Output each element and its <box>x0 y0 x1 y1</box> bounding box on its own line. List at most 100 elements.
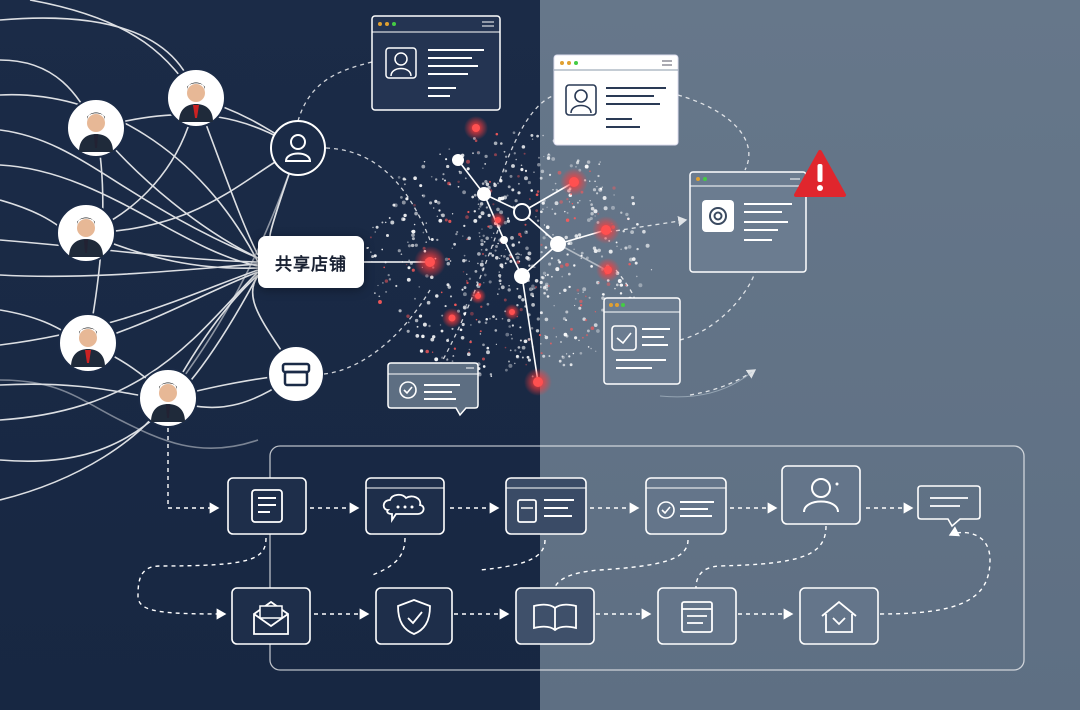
particle-dot <box>491 254 495 257</box>
particle-dot <box>578 339 580 342</box>
printer-icon <box>505 477 587 535</box>
particle-dot <box>593 209 598 214</box>
particle-dot <box>525 363 528 366</box>
particle-dot <box>569 164 573 168</box>
particle-dot <box>495 132 499 136</box>
person-node <box>58 313 118 373</box>
particle-dot <box>516 255 520 260</box>
particle-dot <box>558 359 562 363</box>
particle-dot <box>480 242 484 246</box>
particle-dot <box>544 317 549 322</box>
particle-dot <box>477 203 480 206</box>
particle-dot <box>572 205 575 209</box>
particle-dot <box>440 213 443 216</box>
particle-dot <box>521 298 525 302</box>
book-icon <box>515 587 595 645</box>
particle-dot <box>485 317 488 321</box>
particle-dot <box>630 230 634 235</box>
particle-dot <box>554 212 557 215</box>
particle-dot <box>487 225 490 228</box>
particle-dot <box>471 195 475 199</box>
particle-dot <box>463 224 466 228</box>
particle-dot <box>419 184 423 188</box>
particle-dot <box>589 216 593 221</box>
house-icon <box>799 587 879 645</box>
particle-dot <box>447 258 451 261</box>
particle-dot <box>407 244 411 248</box>
particle-dot <box>482 365 486 368</box>
particle-dot <box>398 309 402 313</box>
person-node <box>138 368 198 428</box>
particle-dot <box>582 287 587 292</box>
particle-dot <box>430 175 433 178</box>
particle-dot <box>634 261 638 265</box>
particle-dot <box>601 186 604 188</box>
particle-dot <box>597 213 599 215</box>
particle-dot <box>603 206 608 211</box>
particle-dot <box>422 194 426 198</box>
particle-dot <box>400 196 403 199</box>
particle-dot <box>597 174 600 178</box>
particle-dot <box>478 199 480 201</box>
particle-dot <box>419 349 424 353</box>
particle-dot <box>542 271 547 275</box>
particle-dot <box>418 286 421 288</box>
particle-dot <box>457 180 460 184</box>
particle-dot <box>494 329 498 332</box>
particle-dot <box>535 329 540 333</box>
particle-dot <box>521 145 526 149</box>
particle-dot <box>535 209 539 212</box>
particle-dot <box>499 283 502 285</box>
particle-dot <box>529 198 531 200</box>
particle-dot <box>599 161 601 163</box>
particle-dot <box>371 261 373 263</box>
particle-dot <box>428 324 431 328</box>
particle-dot <box>521 345 526 350</box>
particle-dot <box>413 203 416 207</box>
particle-dot <box>606 282 611 286</box>
particle-dot <box>576 201 579 204</box>
particle-dot <box>430 337 435 342</box>
particle-dot <box>501 317 504 320</box>
particle-dot <box>504 169 508 173</box>
particle-dot <box>434 178 438 181</box>
particle-dot <box>535 215 537 218</box>
particle-dot <box>559 264 564 268</box>
particle-dot <box>544 246 548 249</box>
particle-dot <box>540 250 543 254</box>
particle-dot <box>449 295 453 298</box>
person-node <box>56 203 116 263</box>
particle-dot <box>482 167 484 169</box>
particle-dot <box>521 356 524 359</box>
network-node <box>500 236 508 244</box>
particle-dot <box>484 321 488 325</box>
particle-dot <box>629 257 633 262</box>
particle-dot <box>372 226 374 229</box>
particle-dot <box>507 217 510 220</box>
particle-dot <box>449 183 452 186</box>
particle-dot <box>383 266 386 269</box>
particle-dot <box>588 296 591 299</box>
particle-dot <box>486 346 490 350</box>
particle-dot <box>636 222 639 226</box>
particle-dot <box>596 185 598 188</box>
particle-dot <box>537 162 541 167</box>
particle-dot <box>436 201 441 205</box>
particle-dot <box>414 211 418 216</box>
particle-dot <box>524 230 529 235</box>
particle-dot <box>627 245 632 249</box>
particle-dot <box>443 179 447 182</box>
particle-dot <box>378 295 381 298</box>
particle-dot <box>508 285 510 287</box>
particle-dot <box>517 346 521 349</box>
particle-dot <box>509 259 513 263</box>
particle-dot <box>384 279 389 283</box>
particle-dot <box>490 375 493 378</box>
particle-dot <box>468 351 470 354</box>
particle-dot <box>513 152 516 155</box>
particle-dot <box>620 248 622 251</box>
particle-dot <box>498 271 500 273</box>
particle-dot <box>542 354 546 358</box>
